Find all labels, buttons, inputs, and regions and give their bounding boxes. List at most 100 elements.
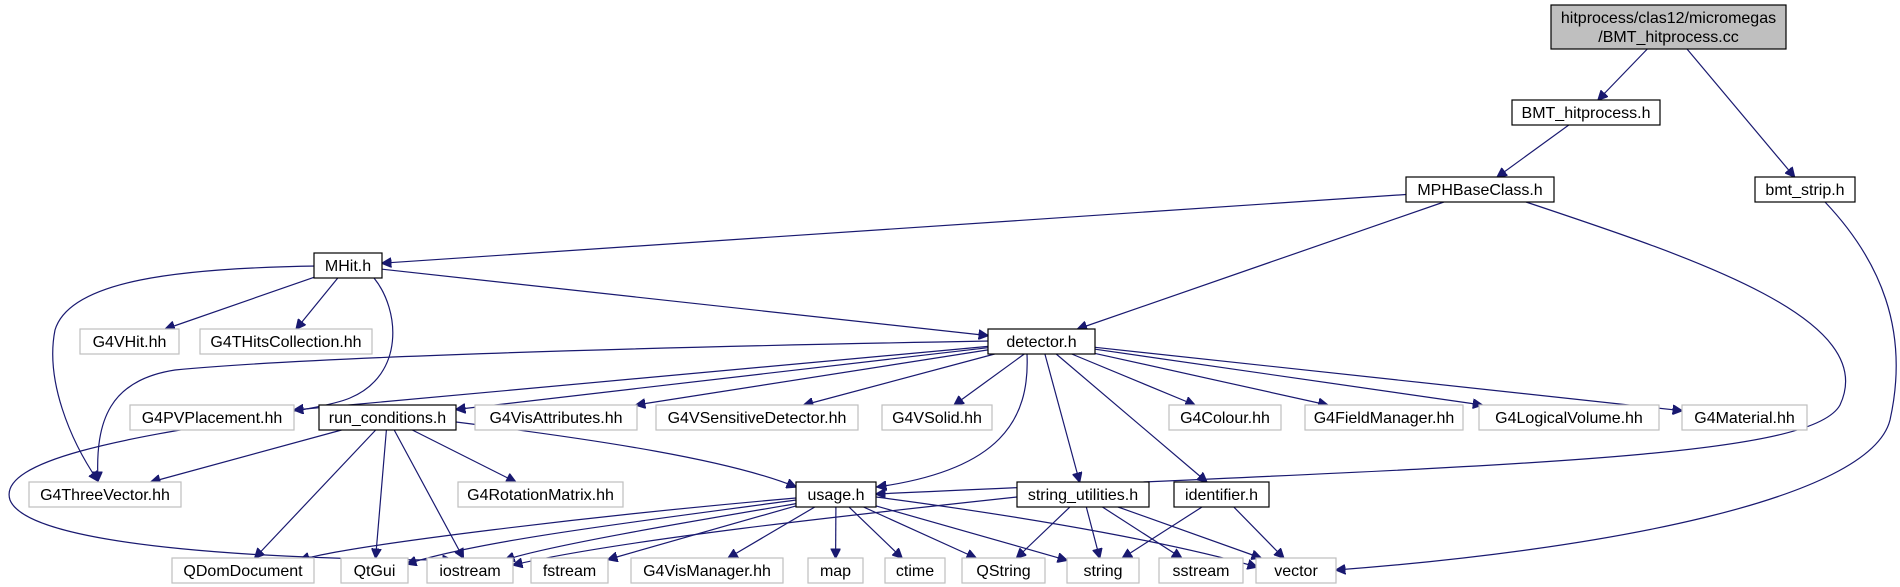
node-label: G4Colour.hh [1180,410,1270,427]
node-box [1550,4,1787,50]
node-g4vsensitivedetector-hh: G4VSensitiveDetector.hh [655,404,859,431]
node-label: MHit.h [325,258,371,275]
edge-detector-h-to-g4material-hh [1094,346,1682,410]
edge-detector-h-to-string-utilities-h [1044,353,1080,482]
node-box [1405,176,1555,203]
node-box [129,404,295,431]
edge-run-conditions-h-to-qtgui [376,429,387,558]
node-box [1754,176,1856,203]
node-label: QString [976,563,1030,580]
node-label: G4PVPlacement.hh [142,410,283,427]
edge-bmt-strip-h-to-vector [1336,201,1897,570]
edge-usage-h-to-qdomdocument [300,497,797,560]
node-label: MPHBaseClass.h [1417,182,1542,199]
node-label: ctime [896,563,934,580]
edge-mphbaseclass-h-to-mhit-h [382,193,1407,264]
node-box [1173,481,1270,508]
node-label: G4VisAttributes.hh [489,410,622,427]
edge-mphbaseclass-h-to-detector-h [1078,201,1445,329]
edge-string-utilities-h-to-vector [1117,506,1261,558]
edge-mhit-h-to-detector-h [381,268,988,335]
node-box [807,557,864,584]
node-box [199,328,373,355]
edge-detector-h-to-g4vsensitivedetector-hh [804,353,995,405]
node-label: run_conditions.h [329,410,446,427]
node-usage-h[interactable]: usage.h [795,481,877,508]
node-label: G4VisManager.hh [643,563,771,580]
node-g4thitscollection-hh: G4THitsCollection.hh [199,328,373,355]
node-g4material-hh: G4Material.hh [1681,404,1808,431]
node-qstring: QString [961,557,1046,584]
edge-usage-h-to-iostream [505,502,801,560]
node-string-utilities-h[interactable]: string_utilities.h [1016,481,1150,508]
edge-run-conditions-h-to-g4threevector-hh [151,429,342,482]
edge-usage-h-to-string [875,505,1067,560]
node-mhit-h[interactable]: MHit.h [313,252,383,279]
node-label: sstream [1173,563,1230,580]
node-box [881,404,993,431]
node-box [884,557,946,584]
node-box [961,557,1046,584]
node-label: /BMT_hitprocess.cc [1598,29,1738,46]
node-g4colour-hh: G4Colour.hh [1168,404,1282,431]
node-box [1016,481,1150,508]
node-box [987,328,1096,355]
edge-detector-h-to-g4visattributes-hh [636,349,989,405]
node-box [1158,557,1244,584]
node-g4visattributes-hh: G4VisAttributes.hh [474,404,638,431]
node-label: identifier.h [1185,487,1258,504]
node-sstream: sstream [1158,557,1244,584]
node-label: fstream [543,563,596,580]
node-g4vsolid-hh: G4VSolid.hh [881,404,993,431]
node-bmt-hitprocess-h[interactable]: BMT_hitprocess.h [1511,99,1661,126]
node-box [795,481,877,508]
node-label: hitprocess/clas12/micromegas [1561,10,1776,27]
edge-run-conditions-h-to-qdomdocument [255,429,377,558]
edge-mhit-h-to-g4vhit-hh [165,276,315,329]
node-g4vismanager-hh: G4VisManager.hh [630,557,784,584]
node-box [530,557,609,584]
node-box [1304,404,1464,431]
node-g4vhit-hh: G4VHit.hh [79,328,180,355]
node-ctime: ctime [884,557,946,584]
edge-usage-h-to-qstring [863,506,977,558]
node-box [1478,404,1660,431]
node-box [340,557,409,584]
edge-bmt-hitprocess-cc-to-bmt-strip-h [1686,48,1795,177]
node-map: map [807,557,864,584]
edge-detector-h-to-g4fieldmanager-hh [1094,352,1328,405]
edge-detector-h-to-g4colour-hh [1071,353,1195,405]
node-label: G4RotationMatrix.hh [467,487,614,504]
node-g4logicalvolume-hh: G4LogicalVolume.hh [1478,404,1660,431]
node-label: usage.h [808,487,865,504]
node-mphbaseclass-h[interactable]: MPHBaseClass.h [1405,176,1555,203]
node-box [1681,404,1808,431]
node-box [426,557,514,584]
node-qtgui: QtGui [340,557,409,584]
node-bmt-strip-h[interactable]: bmt_strip.h [1754,176,1856,203]
edge-mhit-h-to-g4threevector-hh [52,265,319,481]
edge-mhit-h-to-iostream [8,277,452,560]
node-run-conditions-h[interactable]: run_conditions.h [318,404,457,431]
node-box [1066,557,1140,584]
edge-detector-h-to-g4logicalvolume-hh [1094,348,1482,405]
edge-string-utilities-h-to-qstring [1017,506,1071,558]
node-box [171,557,315,584]
nodes-layer: hitprocess/clas12/micromegas/BMT_hitproc… [28,4,1856,584]
node-g4pvplacement-hh: G4PVPlacement.hh [129,404,295,431]
edge-usage-h-to-qtgui [407,499,797,564]
node-iostream: iostream [426,557,514,584]
node-box [1255,557,1337,584]
node-box [474,404,638,431]
node-string: string [1066,557,1140,584]
edge-run-conditions-h-to-g4rotationmatrix-hh [412,429,515,482]
node-box [1511,99,1661,126]
node-bmt-hitprocess-cc[interactable]: hitprocess/clas12/micromegas/BMT_hitproc… [1550,4,1787,50]
node-box [1168,404,1282,431]
node-identifier-h[interactable]: identifier.h [1173,481,1270,508]
node-detector-h[interactable]: detector.h [987,328,1096,355]
node-label: G4VHit.hh [93,334,167,351]
node-box [655,404,859,431]
edge-mphbaseclass-h-to-usage-h [876,201,1847,494]
